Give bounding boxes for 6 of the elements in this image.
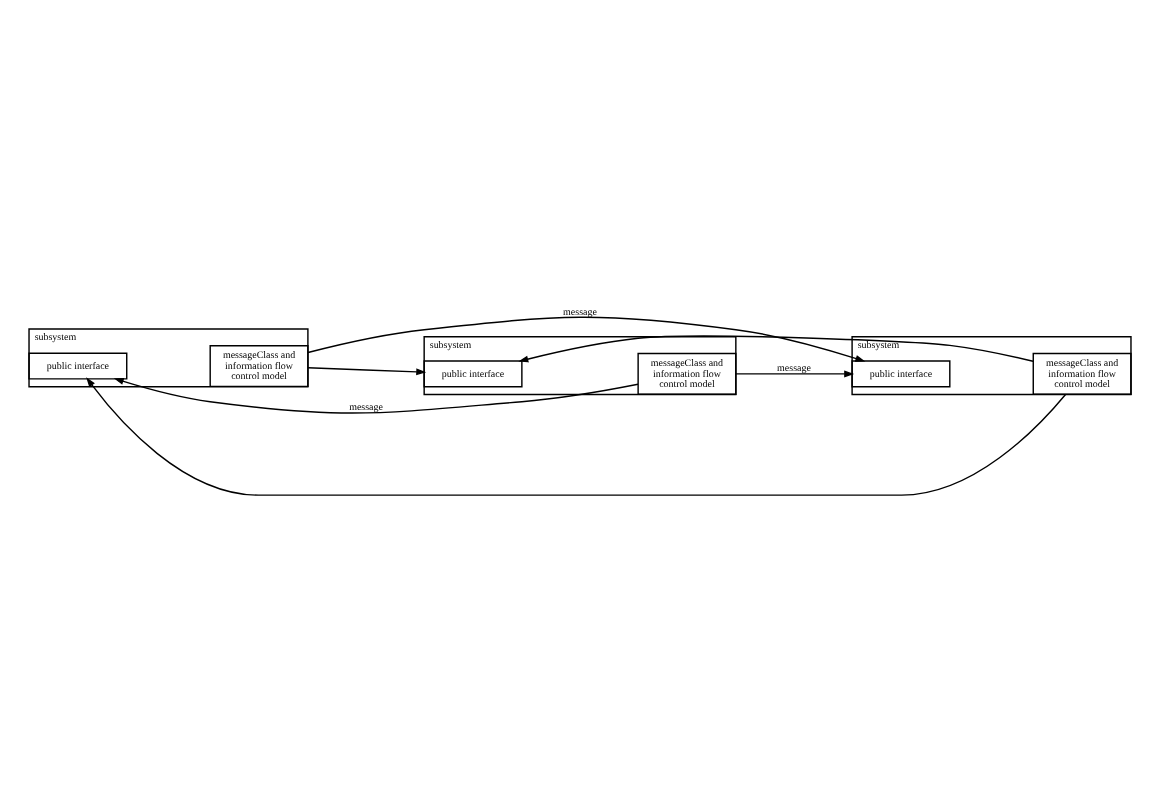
arrow	[735, 369, 855, 377]
arrow	[113, 377, 639, 413]
arrow	[86, 376, 1067, 495]
arrow	[518, 334, 1034, 362]
arrow	[307, 366, 427, 375]
arrow	[307, 315, 866, 361]
